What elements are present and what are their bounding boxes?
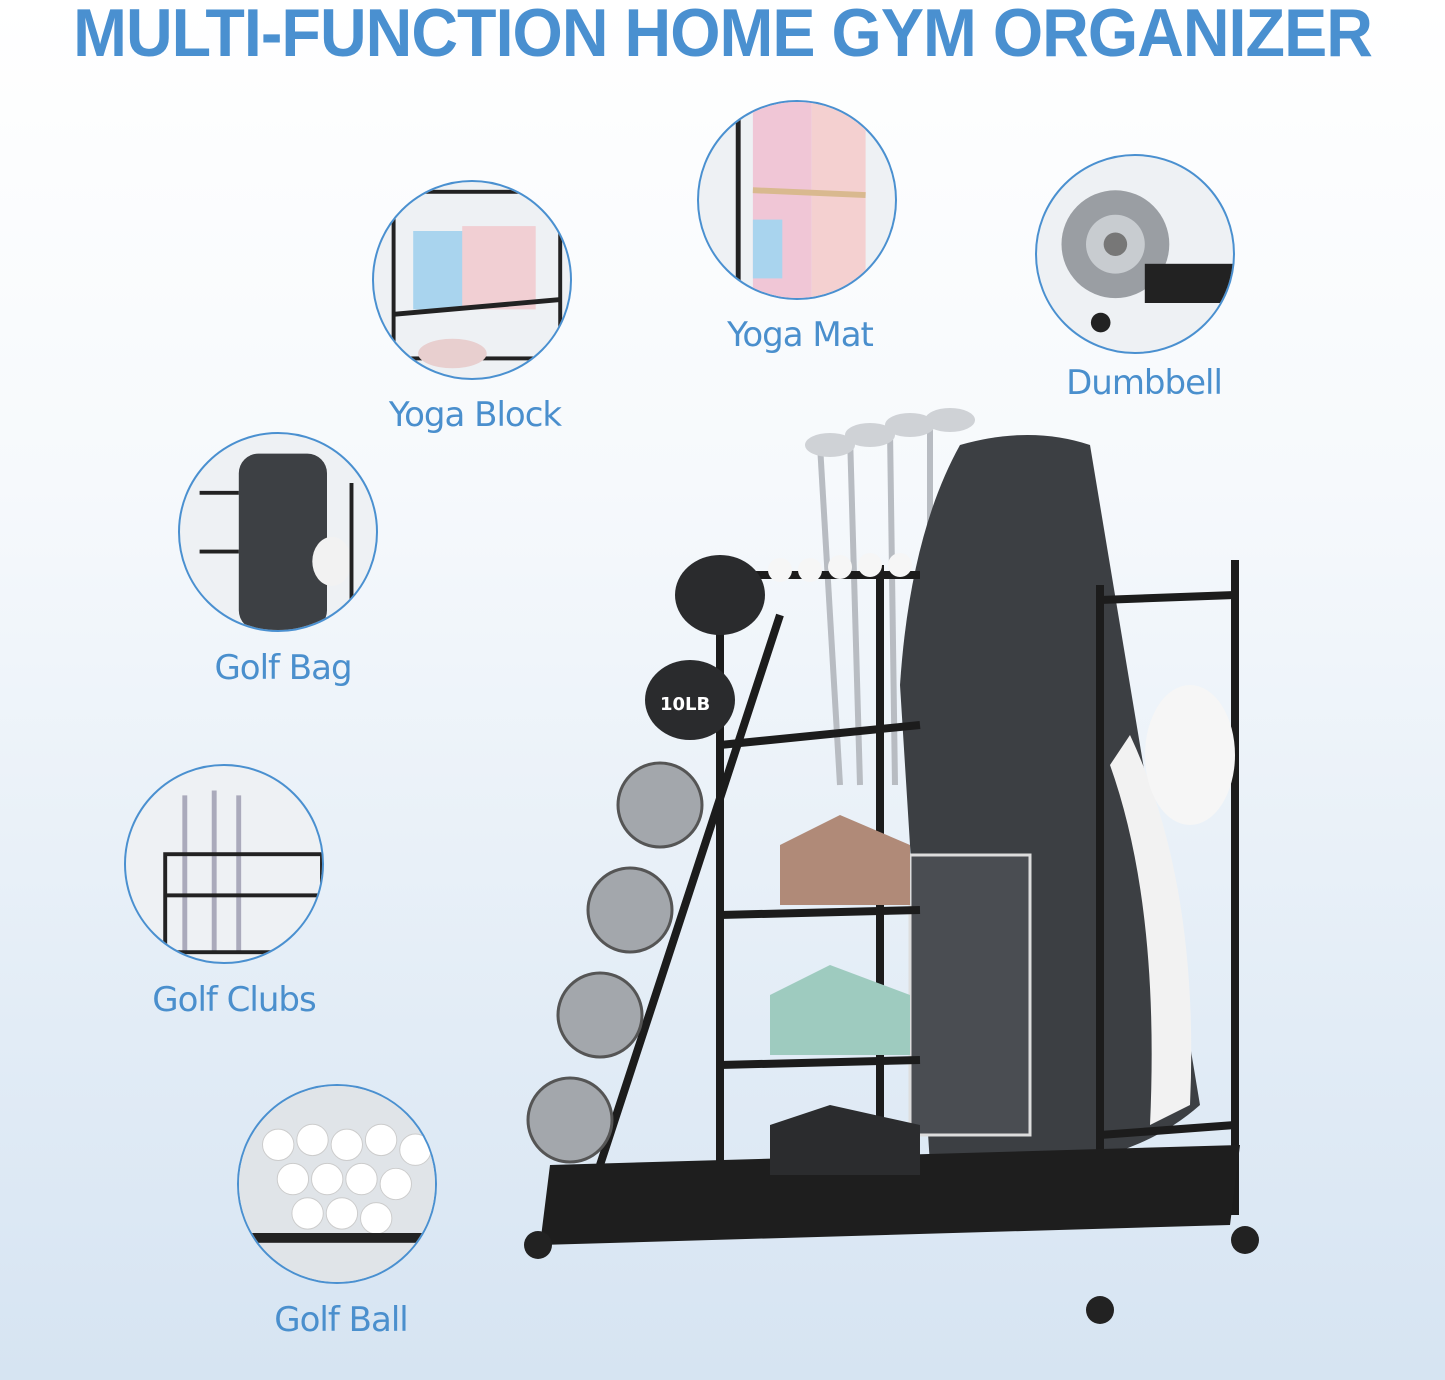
golf-ball-photo <box>237 1084 437 1284</box>
yoga-block-label: Yoga Block <box>388 395 562 435</box>
golf-clubs-label: Golf Clubs <box>152 980 316 1020</box>
yoga-mat-photo <box>697 100 897 300</box>
dumbbells <box>526 761 704 1164</box>
yoga-mat-label: Yoga Mat <box>727 315 874 355</box>
page-title: MULTI-FUNCTION HOME GYM ORGANIZER <box>73 0 1373 71</box>
golf-clubs-photo <box>124 764 324 964</box>
wheels <box>524 1226 1259 1324</box>
gym-organizer-rack: 10LB <box>510 385 1270 1335</box>
golf-bag <box>900 435 1200 1169</box>
dumbbell-label: Dumbbell <box>1066 363 1223 403</box>
yoga-block-photo <box>372 180 572 380</box>
golf-bag-label: Golf Bag <box>214 648 352 688</box>
golf-ball-label: Golf Ball <box>274 1300 408 1340</box>
dumbbell-photo <box>1035 154 1235 354</box>
golf-bag-photo <box>178 432 378 632</box>
dumbbell-weight-marking: 10LB <box>660 694 710 715</box>
shoes <box>770 815 920 1175</box>
